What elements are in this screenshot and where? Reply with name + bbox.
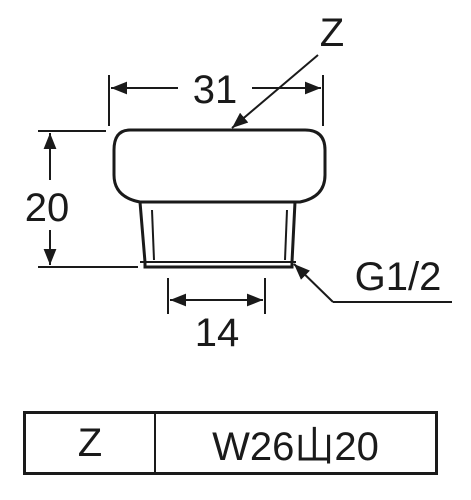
- inner-width-dimension-label: 14: [195, 311, 240, 355]
- spec-table: Z W26山20: [23, 411, 438, 475]
- cap-outline: [112, 128, 327, 204]
- spec-code-cell: Z: [26, 414, 156, 472]
- thread-label-leader: [293, 263, 334, 303]
- part-label: Z: [320, 11, 344, 55]
- height-dimension-label: 20: [25, 186, 70, 230]
- spec-value-cell: W26山20: [212, 425, 379, 469]
- part-label-leader: [231, 54, 319, 129]
- thread-label: G1/2: [355, 255, 442, 299]
- width-dimension-label: 31: [193, 68, 238, 112]
- thread-line-left: [151, 209, 155, 261]
- thread-line-right: [284, 209, 288, 261]
- neck-outline: [138, 201, 297, 269]
